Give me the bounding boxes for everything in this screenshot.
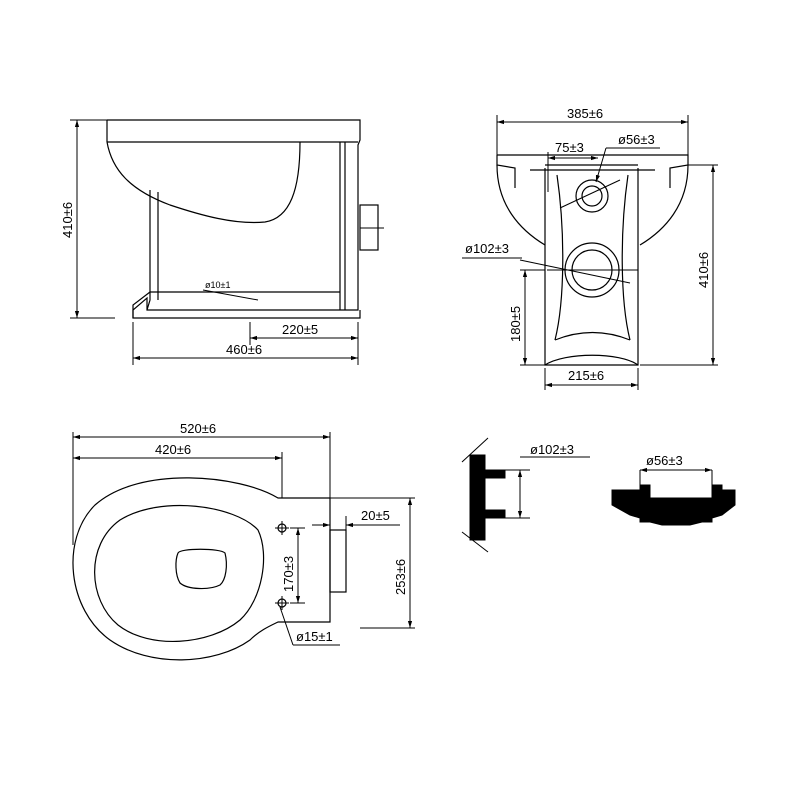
front-view-height-label: 410±6	[696, 252, 711, 288]
front-view-center-height-label: 180±5	[508, 306, 523, 342]
side-view-outlet-distance-label: 220±5	[282, 322, 318, 337]
top-view-outline	[72, 477, 331, 661]
detail-large-pipe-label: ø102±3	[530, 442, 574, 457]
top-view: 520±6 420±6 20±5 170±3 253±6 ø15±1	[72, 421, 415, 661]
front-view-small-hole-label: ø56±3	[618, 132, 655, 147]
front-view-large-hole-label: ø102±3	[465, 241, 509, 256]
front-view-rim	[496, 154, 689, 188]
top-view-depth-label: 253±6	[393, 559, 408, 595]
side-view: ø10±1 410±6 220±5 460±6	[60, 119, 384, 365]
front-view-offset-label: 75±3	[555, 140, 584, 155]
top-view-step-label: 20±5	[361, 508, 390, 523]
front-view-width-label: 385±6	[567, 106, 603, 121]
top-view-bowl-length-label: 420±6	[155, 442, 191, 457]
front-view: 385±6 75±3 ø56±3 ø102±3 410±6 180±5 215±…	[462, 106, 718, 390]
top-view-drain	[175, 548, 227, 590]
detail-small-pipe: ø56±3	[611, 453, 736, 526]
side-view-length-label: 460±6	[226, 342, 262, 357]
side-view-body-outline	[107, 119, 361, 319]
top-view-overall-length-label: 520±6	[180, 421, 216, 436]
detail-small-pipe-section	[611, 484, 736, 526]
detail-large-pipe-section	[469, 454, 506, 541]
detail-large-pipe: ø102±3	[461, 437, 590, 553]
top-view-bowl	[94, 504, 265, 642]
top-view-hole-spacing-label: 170±3	[281, 556, 296, 592]
side-view-hole-label: ø10±1	[205, 280, 230, 290]
top-view-hole-diameter-label: ø15±1	[296, 629, 333, 644]
front-view-body	[544, 168, 639, 366]
detail-small-pipe-label: ø56±3	[646, 453, 683, 468]
front-view-small-hole	[575, 179, 609, 213]
top-view-outlet	[329, 529, 347, 593]
front-view-base-width-label: 215±6	[568, 368, 604, 383]
side-view-height-label: 410±6	[60, 202, 75, 238]
side-view-bowl	[106, 141, 301, 224]
